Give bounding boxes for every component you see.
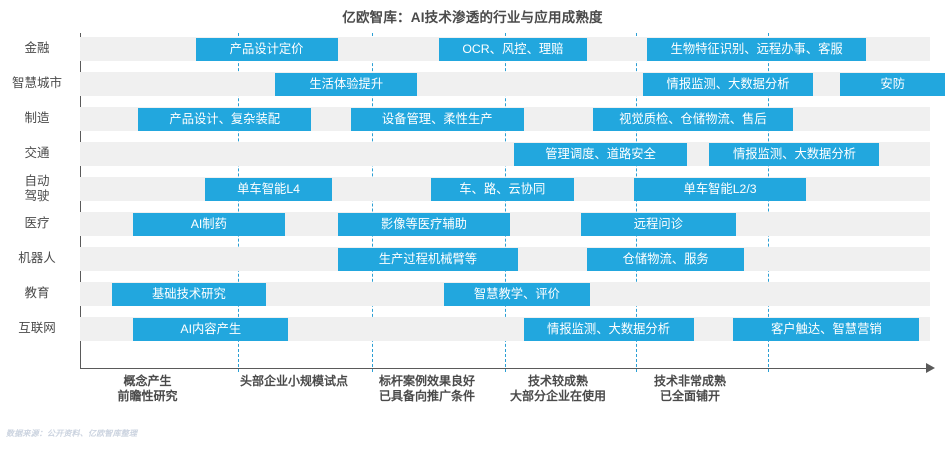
bar-segment[interactable]: 生物特征识别、远程办事、客服: [647, 37, 867, 61]
bar-segment[interactable]: 情报监测、大数据分析: [523, 317, 694, 341]
row-label-line1: 互联网: [18, 321, 56, 335]
gridline-4: [636, 33, 637, 372]
bar-segment[interactable]: 基础技术研究: [111, 282, 266, 306]
row-label-3: 交通: [0, 146, 74, 161]
bar-segment[interactable]: 智慧教学、评价: [443, 282, 590, 306]
row-label-line1: 智慧城市: [11, 76, 62, 90]
stage-label-line2: 大部分企业在使用: [509, 389, 606, 403]
bar-segment[interactable]: 产品设计、复杂装配: [138, 107, 312, 131]
stage-label-line1: 头部企业小规模试点: [239, 374, 348, 388]
bar-segment[interactable]: AI内容产生: [133, 317, 289, 341]
row-label-line2: 驾驶: [24, 189, 50, 203]
bar-segment[interactable]: 管理调度、道路安全: [514, 142, 687, 166]
stage-label-line1: 技术较成熟: [527, 374, 588, 388]
bar-segment[interactable]: 视觉质检、仓储物流、售后: [592, 107, 794, 131]
row-label-0: 金融: [0, 41, 74, 56]
bar-segment[interactable]: 客户触达、智慧营销: [733, 317, 920, 341]
bar-segment[interactable]: 产品设计定价: [195, 37, 338, 61]
chart-title: 亿欧智库：AI技术渗透的行业与应用成熟度: [342, 10, 603, 25]
row-label-line1: 自动: [24, 174, 50, 188]
gridline-5: [768, 33, 769, 372]
bar-segment[interactable]: 远程问诊: [580, 212, 737, 236]
bar-segment[interactable]: 情报监测、大数据分析: [709, 142, 880, 166]
bar-segment[interactable]: 影像等医疗辅助: [337, 212, 511, 236]
bar-segment[interactable]: 仓储物流、服务: [587, 247, 744, 271]
gridline-2: [372, 33, 373, 372]
source-note: 数据来源：公开资料、亿欧智库整理: [6, 429, 138, 438]
row-label-line1: 制造: [24, 111, 50, 125]
row-label-5: 医疗: [0, 216, 74, 231]
row-label-6: 机器人: [0, 251, 74, 266]
bar-segment[interactable]: 生活体验提升: [275, 72, 418, 96]
row-label-2: 制造: [0, 111, 74, 126]
row-label-line1: 机器人: [18, 251, 56, 265]
bar-segment[interactable]: 生产过程机械臂等: [337, 247, 519, 271]
stage-label-4: 技术非常成熟已全面铺开: [610, 374, 770, 404]
gridline-1: [238, 33, 239, 372]
x-axis-line: [80, 368, 928, 369]
gridline-3: [505, 33, 506, 372]
row-label-1: 智慧城市: [0, 76, 74, 91]
row-label-line1: 教育: [24, 286, 50, 300]
stage-label-line2: 已全面铺开: [659, 389, 720, 403]
stage-label-line2: 已具备向推广条件: [378, 389, 475, 403]
row-label-line1: 医疗: [24, 216, 50, 230]
bar-segment[interactable]: 车、路、云协同: [430, 177, 574, 201]
stage-label-line1: 技术非常成熟: [653, 374, 726, 388]
bar-segment[interactable]: 安防: [839, 72, 945, 96]
stage-label-1: 头部企业小规模试点: [214, 374, 374, 389]
row-label-line1: 金融: [24, 41, 50, 55]
stage-label-line2: 前瞻性研究: [117, 389, 178, 403]
row-label-line1: 交通: [24, 146, 50, 160]
stage-label-0: 概念产生前瞻性研究: [80, 374, 215, 404]
bar-segment[interactable]: OCR、风控、理赔: [438, 37, 588, 61]
bar-segment[interactable]: 设备管理、柔性生产: [350, 107, 524, 131]
bar-segment[interactable]: AI制药: [133, 212, 285, 236]
stage-label-3: 技术较成熟大部分企业在使用: [478, 374, 638, 404]
stage-label-line1: 标杆案例效果良好: [378, 374, 475, 388]
row-label-8: 互联网: [0, 321, 74, 336]
stage-label-line1: 概念产生: [123, 374, 172, 388]
bar-segment[interactable]: 单车智能L2/3: [633, 177, 807, 201]
y-axis-line: [80, 33, 81, 369]
row-label-4: 自动驾驶: [0, 174, 74, 204]
bar-segment[interactable]: 单车智能L4: [204, 177, 333, 201]
x-axis-arrow-icon: [926, 362, 935, 373]
stage-label-2: 标杆案例效果良好已具备向推广条件: [347, 374, 507, 404]
bar-segment[interactable]: 情报监测、大数据分析: [643, 72, 814, 96]
row-label-7: 教育: [0, 286, 74, 301]
